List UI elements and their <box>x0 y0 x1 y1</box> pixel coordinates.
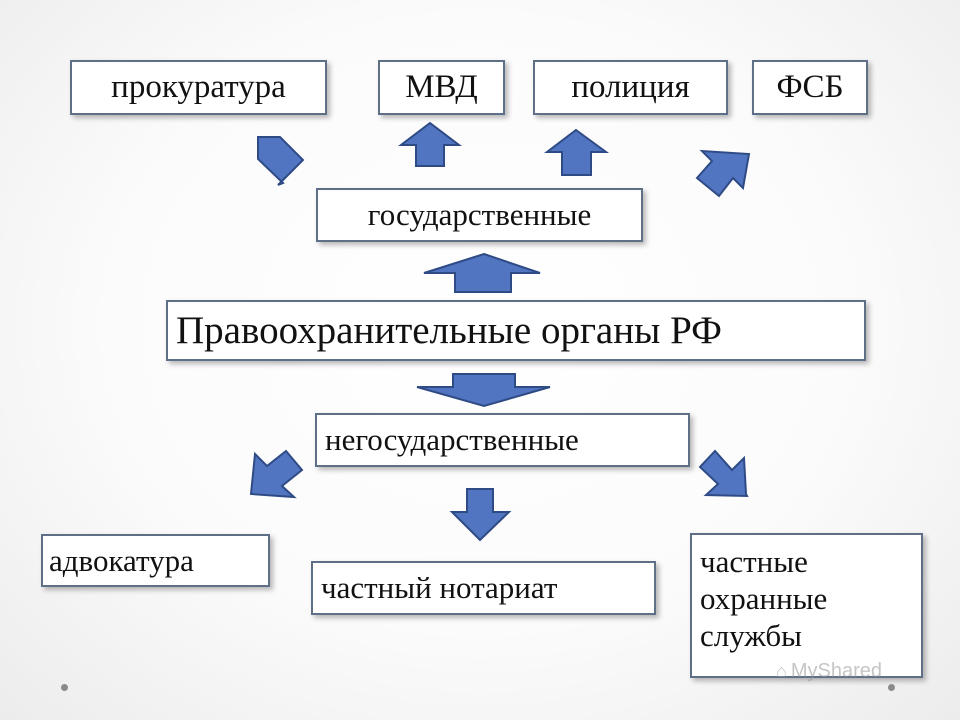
arrow-to-fsb <box>695 149 751 198</box>
arrow-to-notariat <box>449 488 512 542</box>
arrow-to-prokuratura <box>257 136 305 186</box>
arrow-to-mvd <box>398 121 462 167</box>
arrow-root-to-nonstate <box>416 373 551 408</box>
node-prokuratura: прокуратура <box>70 60 327 115</box>
node-advokatura: адвокатура <box>41 534 270 587</box>
node-state: государственные <box>316 188 643 242</box>
node-mvd: МВД <box>378 60 505 115</box>
arrow-to-policiya <box>544 128 610 176</box>
node-state-label: государственные <box>367 197 592 232</box>
slide-bullet-left <box>61 684 68 691</box>
node-notariat: частный нотариат <box>311 561 656 615</box>
node-fsb: ФСБ <box>752 60 868 115</box>
node-nonstate-label: негосударственные <box>325 422 579 457</box>
arrow-to-ohrana <box>698 449 749 498</box>
node-root-label: Правоохранительные органы РФ <box>176 309 722 352</box>
watermark: ⌂ MyShared <box>776 660 882 683</box>
watermark-icon: ⌂ <box>776 661 787 681</box>
node-nonstate: негосударственные <box>315 413 690 467</box>
node-advokatura-label: адвокатура <box>49 542 194 578</box>
node-ohrana: частные охранные службы <box>690 533 923 678</box>
node-mvd-label: МВД <box>405 69 478 105</box>
node-root: Правоохранительные органы РФ <box>166 300 866 361</box>
node-prokuratura-label: прокуратура <box>111 69 286 105</box>
node-fsb-label: ФСБ <box>776 69 844 105</box>
watermark-text: MyShared <box>790 660 883 682</box>
node-policiya: полиция <box>533 60 728 115</box>
slide-bullet-right <box>888 684 895 691</box>
arrow-root-to-state <box>423 252 541 293</box>
node-ohrana-label: частные охранные службы <box>700 544 828 654</box>
node-notariat-label: частный нотариат <box>321 570 558 605</box>
node-policiya-label: полиция <box>571 69 690 105</box>
arrow-to-advokatura <box>249 449 304 499</box>
